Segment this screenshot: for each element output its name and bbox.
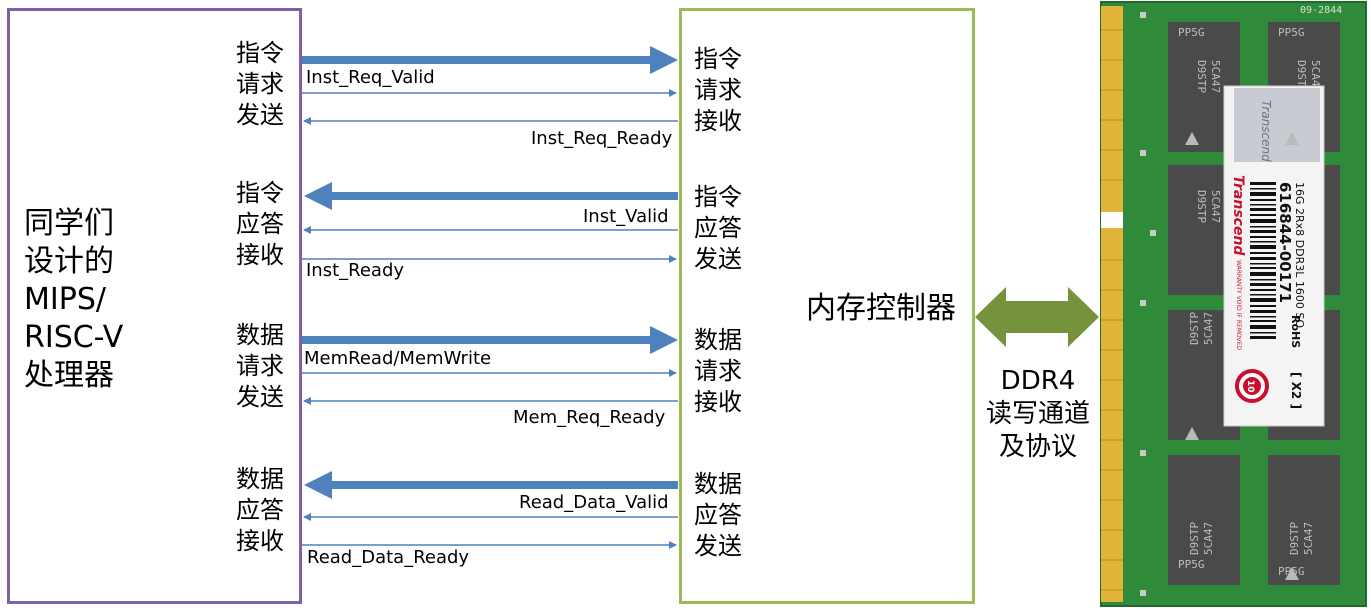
inst-req-send-label: 指令 请求 发送 xyxy=(236,39,284,129)
memory-module-quantity: [ X2 ] xyxy=(1289,372,1303,409)
data-request-data-arrowhead xyxy=(650,326,678,354)
signal-read-data-valid: Read_Data_Valid xyxy=(519,492,669,513)
chip-code-a-3: 5CA47 xyxy=(1202,312,1215,345)
memory-module-rohs: RoHS xyxy=(1289,315,1302,348)
chip-code-a-6: 5CA47 xyxy=(1302,522,1315,555)
chip-code-b-1: D9STP xyxy=(1195,60,1208,93)
chip-code-b-6: D9STP xyxy=(1288,522,1301,555)
chip-code-c-2: PP5G xyxy=(1178,558,1205,571)
inst-resp-recv-label: 指令 应答 接收 xyxy=(236,179,284,269)
chip-logo-icon xyxy=(1285,567,1299,580)
inst-resp-send-label: 指令 应答 发送 xyxy=(694,183,742,273)
signal-memread-memwrite: MemRead/MemWrite xyxy=(304,348,492,369)
chip-logo-icon xyxy=(1185,132,1199,145)
data-resp-recv-label: 数据 应答 接收 xyxy=(236,465,284,555)
memory-module-part-number: 616844-00171 xyxy=(1276,182,1294,303)
chip-code-a-2: 5CA47 xyxy=(1209,190,1222,223)
inst-req-arrows xyxy=(302,46,678,125)
inst-req-recv-label: 指令 请求 接收 xyxy=(694,45,742,135)
memory-module-part-line: 16G 2Rx8 DDR3L 1600 SO xyxy=(1293,182,1306,328)
memory-module-gold-contacts-upper xyxy=(1101,6,1123,212)
memory-controller-title: 内存控制器 xyxy=(806,291,956,326)
signal-inst-ready: Inst_Ready xyxy=(306,260,405,281)
memory-module-corner-code: 09-2844 xyxy=(1300,5,1342,16)
memory-module-image: PP5G PP5G PP5G PP5G 5CA47 D9STP 5CA47 D9… xyxy=(1100,1,1367,607)
data-resp-send-label: 数据 应答 发送 xyxy=(694,470,742,560)
memory-module-barcode xyxy=(1250,182,1276,339)
signal-inst-req-ready: Inst_Req_Ready xyxy=(531,128,673,149)
inst-resp-arrows xyxy=(302,182,678,263)
memory-module-gold-contacts-lower xyxy=(1101,228,1123,602)
chip-logo-icon xyxy=(1185,427,1199,440)
data-response-data-arrowhead xyxy=(304,471,332,499)
memory-chip xyxy=(1168,455,1240,585)
inst-request-data-arrowhead xyxy=(650,46,678,74)
data-req-recv-label: 数据 请求 接收 xyxy=(694,326,742,416)
chip-code-b-5: D9STP xyxy=(1295,60,1308,93)
chip-code-b-3: D9STP xyxy=(1188,312,1201,345)
memory-chip xyxy=(1268,455,1340,585)
inst-response-data-arrowhead xyxy=(304,182,332,210)
chip-code-b-4: D9STP xyxy=(1188,522,1201,555)
memory-module-seal-number: 10 xyxy=(1245,380,1255,393)
hologram-brand-text: Transcend xyxy=(1259,100,1273,162)
processor-title: 同学们 设计的 MIPS/ RISC-V 处理器 xyxy=(24,206,124,393)
memory-module-notch xyxy=(1101,212,1123,228)
signal-inst-valid: Inst_Valid xyxy=(583,206,669,227)
chip-code-b-2: D9STP xyxy=(1195,190,1208,223)
data-req-send-label: 数据 请求 发送 xyxy=(236,321,284,411)
ddr4-bidirectional-arrow xyxy=(975,287,1099,347)
chip-logo-icon xyxy=(1285,132,1299,145)
data-req-arrows xyxy=(302,326,678,405)
memory-module-brand: Transcend xyxy=(1230,175,1246,256)
data-resp-arrows xyxy=(302,471,678,549)
processor-box xyxy=(7,8,302,604)
chip-code-c-3: PP5G xyxy=(1278,26,1305,39)
signal-mem-req-ready: Mem_Req_Ready xyxy=(513,407,666,428)
memory-module-hologram xyxy=(1234,88,1320,162)
chip-code-a-4: 5CA47 xyxy=(1202,522,1215,555)
chip-code-a-1: 5CA47 xyxy=(1209,60,1222,93)
signal-inst-req-valid: Inst_Req_Valid xyxy=(306,67,435,88)
chip-code-c-1: PP5G xyxy=(1178,26,1205,39)
ddr4-channel-label: DDR4 读写通道 及协议 xyxy=(985,366,1090,462)
memory-module-warranty: WARRANTY VOID IF REMOVED xyxy=(1235,260,1242,350)
signal-read-data-ready: Read_Data_Ready xyxy=(307,547,470,568)
memory-controller-box xyxy=(679,8,975,604)
chip-code-a-5: 5CA47 xyxy=(1309,60,1322,93)
